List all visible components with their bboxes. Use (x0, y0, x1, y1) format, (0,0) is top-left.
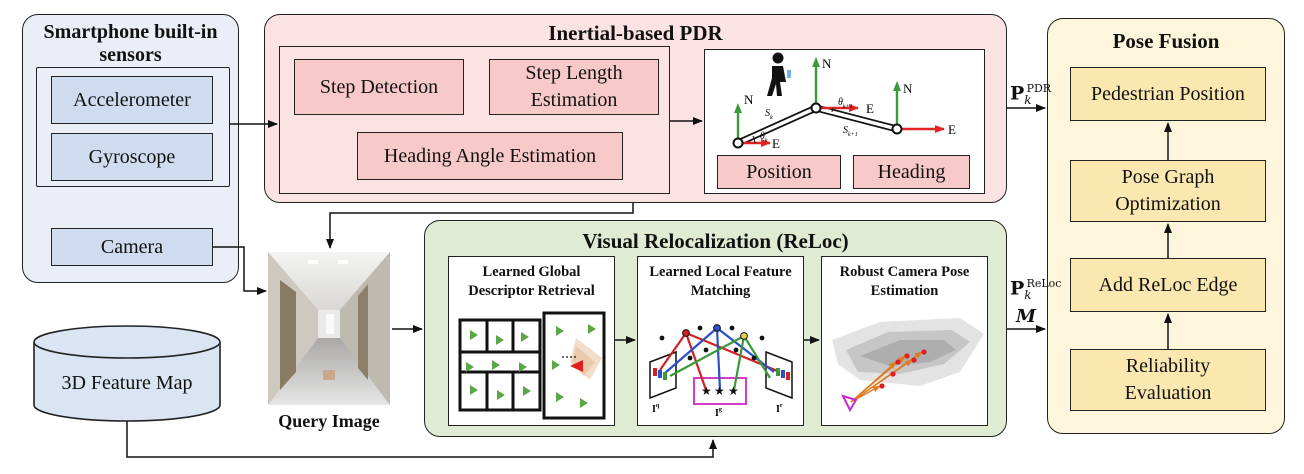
gyroscope-box: Gyroscope (51, 133, 213, 181)
fusion-title: Pose Fusion (1112, 29, 1220, 53)
step-length-box: Step Length Estimation (489, 59, 659, 115)
heading-angle-box: Heading Angle Estimation (357, 132, 623, 180)
heading-box: Heading (853, 155, 970, 189)
global-retrieval-title: Learned Global Descriptor Retrieval (468, 264, 595, 299)
pose-estimation-box: Robust Camera Pose Estimation (821, 256, 988, 426)
query-image (268, 252, 390, 405)
camera-box: Camera (51, 228, 213, 266)
reloc-title: Visual Relocalization (ReLoc) (582, 229, 849, 253)
accelerometer-box: Accelerometer (51, 76, 213, 124)
pose-graph-box: Pose Graph Optimization (1070, 160, 1266, 222)
reliability-box: Reliability Evaluation (1070, 349, 1266, 411)
map-signal-label: M (1016, 306, 1036, 327)
position-box: Position (717, 155, 841, 189)
pose-estimation-title: Robust Camera Pose Estimation (839, 264, 970, 299)
sensors-title: Smartphone built-in sensors (43, 21, 218, 66)
global-retrieval-box: Learned Global Descriptor Retrieval (448, 256, 615, 426)
step-detection-box: Step Detection (294, 59, 464, 115)
local-matching-box: Learned Local Feature Matching (637, 256, 804, 426)
pedestrian-position-box: Pedestrian Position (1070, 67, 1266, 121)
corridor-picture (268, 252, 390, 405)
reloc-signal-label: PkReLoc (1010, 277, 1062, 303)
pdr-signal-label: PkPDR (1010, 82, 1052, 108)
local-matching-title: Learned Local Feature Matching (649, 264, 792, 299)
feature-map-label: 3D Feature Map (61, 371, 193, 394)
query-image-label: Query Image (278, 410, 380, 431)
pdr-title: Inertial-based PDR (548, 21, 723, 45)
add-reloc-box: Add ReLoc Edge (1070, 258, 1266, 312)
